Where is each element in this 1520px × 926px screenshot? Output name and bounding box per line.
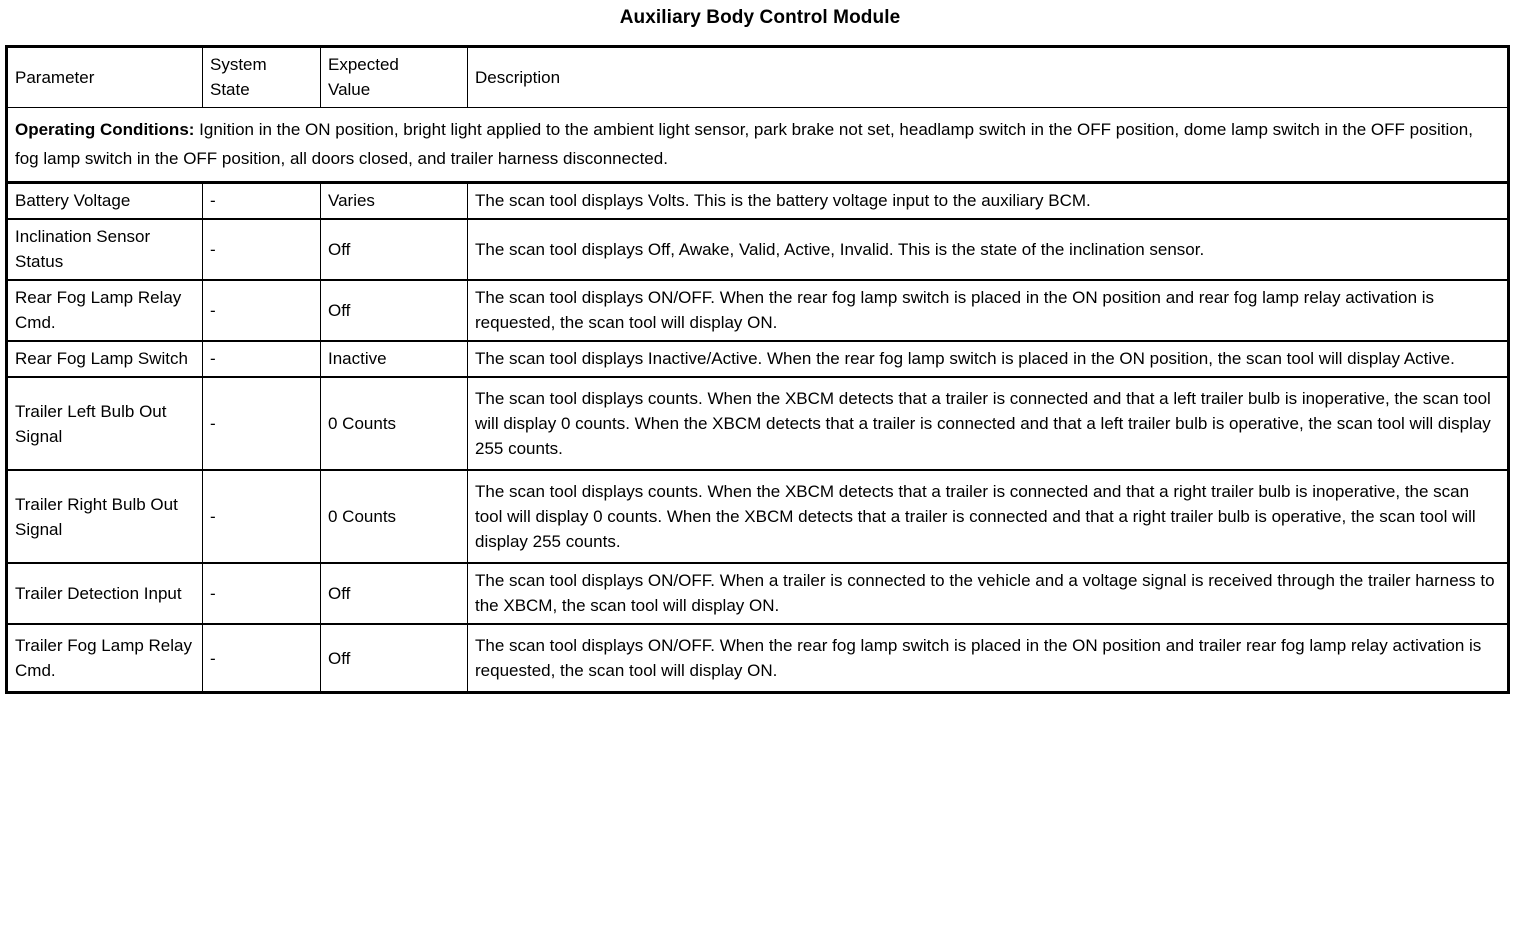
cell-description: The scan tool displays Off, Awake, Valid…	[467, 218, 1509, 281]
cell-system-state: -	[202, 469, 321, 564]
cell-system-state: -	[202, 623, 321, 694]
cell-system-state: -	[202, 562, 321, 625]
table-row: Trailer Right Bulb Out Signal - 0 Counts…	[6, 469, 1509, 564]
cell-expected-value: 0 Counts	[320, 376, 468, 471]
cell-expected-value: Inactive	[320, 340, 468, 378]
cell-expected-value: Off	[320, 562, 468, 625]
cell-expected-value: Varies	[320, 181, 468, 220]
parameter-spec-table: Parameter System State Expected Value De…	[5, 45, 1510, 694]
cell-system-state: -	[202, 376, 321, 471]
cell-description: The scan tool displays ON/OFF. When a tr…	[467, 562, 1509, 625]
table-row: Battery Voltage - Varies The scan tool d…	[6, 181, 1509, 220]
column-header-system-state: System State	[202, 46, 321, 108]
cell-expected-value: Off	[320, 623, 468, 694]
cell-parameter: Trailer Fog Lamp Relay Cmd.	[6, 623, 203, 694]
cell-description: The scan tool displays Inactive/Active. …	[467, 340, 1509, 378]
cell-system-state: -	[202, 181, 321, 220]
cell-system-state: -	[202, 279, 321, 342]
operating-conditions-text: Ignition in the ON position, bright ligh…	[15, 120, 1473, 168]
page-title: Auxiliary Body Control Module	[619, 7, 901, 28]
spec-table-container: Parameter System State Expected Value De…	[5, 45, 1510, 694]
operating-conditions-row: Operating Conditions: Ignition in the ON…	[6, 107, 1509, 184]
cell-parameter: Rear Fog Lamp Relay Cmd.	[6, 279, 203, 342]
cell-expected-value: Off	[320, 279, 468, 342]
cell-description: The scan tool displays ON/OFF. When the …	[467, 279, 1509, 342]
table-row: Trailer Left Bulb Out Signal - 0 Counts …	[6, 376, 1509, 471]
cell-parameter: Inclination Sensor Status	[6, 218, 203, 281]
column-header-expected-value: Expected Value	[320, 46, 468, 108]
table-header: Parameter System State Expected Value De…	[6, 46, 1509, 108]
table-body: Operating Conditions: Ignition in the ON…	[6, 107, 1509, 694]
cell-system-state: -	[202, 340, 321, 378]
column-header-expected-value-line2: Value	[328, 80, 371, 99]
column-header-description: Description	[467, 46, 1509, 108]
column-header-expected-value-line1: Expected	[328, 55, 399, 74]
cell-parameter: Trailer Left Bulb Out Signal	[6, 376, 203, 471]
table-row: Rear Fog Lamp Relay Cmd. - Off The scan …	[6, 279, 1509, 342]
column-header-system-state-line2: State	[210, 80, 250, 99]
table-row: Trailer Fog Lamp Relay Cmd. - Off The sc…	[6, 623, 1509, 694]
cell-description: The scan tool displays counts. When the …	[467, 469, 1509, 564]
cell-parameter: Trailer Right Bulb Out Signal	[6, 469, 203, 564]
cell-system-state: -	[202, 218, 321, 281]
cell-description: The scan tool displays counts. When the …	[467, 376, 1509, 471]
cell-parameter: Rear Fog Lamp Switch	[6, 340, 203, 378]
table-row: Trailer Detection Input - Off The scan t…	[6, 562, 1509, 625]
cell-parameter: Battery Voltage	[6, 181, 203, 220]
table-row: Inclination Sensor Status - Off The scan…	[6, 218, 1509, 281]
header-row: Parameter System State Expected Value De…	[6, 46, 1509, 108]
cell-expected-value: 0 Counts	[320, 469, 468, 564]
cell-parameter: Trailer Detection Input	[6, 562, 203, 625]
cell-description: The scan tool displays ON/OFF. When the …	[467, 623, 1509, 694]
table-row: Rear Fog Lamp Switch - Inactive The scan…	[6, 340, 1509, 378]
cell-description: The scan tool displays Volts. This is th…	[467, 181, 1509, 220]
column-header-system-state-line1: System	[210, 55, 267, 74]
operating-conditions-cell: Operating Conditions: Ignition in the ON…	[6, 107, 1509, 184]
operating-conditions-label: Operating Conditions:	[15, 120, 195, 139]
cell-expected-value: Off	[320, 218, 468, 281]
column-header-parameter: Parameter	[6, 46, 203, 108]
